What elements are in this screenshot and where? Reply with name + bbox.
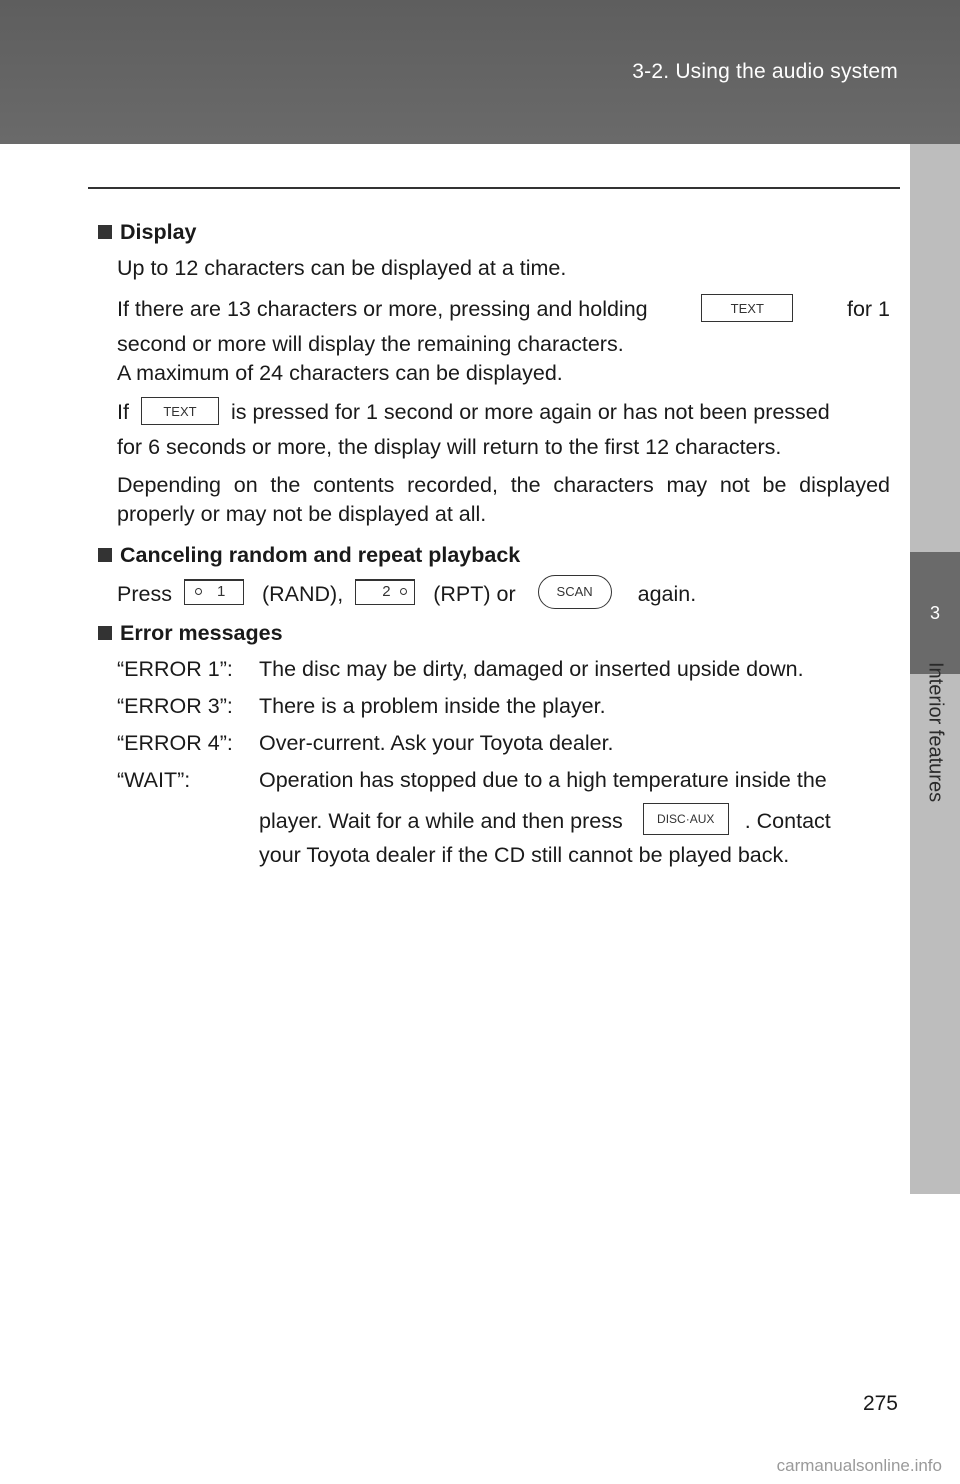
- bullet-square-icon: [98, 225, 112, 239]
- error-row: “ERROR 3”: There is a problem inside the…: [117, 694, 606, 718]
- section-title: 3-2. Using the audio system: [632, 60, 898, 83]
- random-para: Press 1 (RAND), 2 (RPT) or SCAN again.: [96, 575, 890, 611]
- random-heading: Canceling random and repeat playback: [96, 539, 890, 571]
- preset-2-button-icon: 2: [355, 579, 416, 605]
- page-content: Display Up to 12 characters can be displ…: [96, 214, 890, 870]
- bullet-square-icon: [98, 626, 112, 640]
- chapter-number: 3: [910, 552, 960, 674]
- error-row: “ERROR 4”: Over-current. Ask your Toyota…: [117, 731, 614, 755]
- error-row: “ERROR 1”: The disc may be dirty, damage…: [117, 657, 804, 681]
- header-bar: 3-2. Using the audio system: [0, 0, 960, 144]
- display-para-4: If TEXT is pressed for 1 second or more …: [96, 396, 890, 462]
- display-heading: Display: [96, 216, 890, 248]
- top-divider: [88, 187, 900, 189]
- error-row-wait: “WAIT”: Operation has stopped due to a h…: [117, 768, 831, 867]
- display-para-5: Depending on the contents recorded, the …: [117, 473, 890, 526]
- display-para-1: Up to 12 characters can be displayed at …: [117, 256, 567, 280]
- bullet-square-icon: [98, 548, 112, 562]
- text-button-icon: TEXT: [140, 396, 219, 425]
- page-number: 275: [862, 1392, 898, 1415]
- display-para-2: If there are 13 characters or more, pres…: [96, 293, 890, 388]
- disc-aux-button-icon: DISC·AUX: [642, 803, 729, 835]
- preset-1-button-icon: 1: [183, 579, 244, 605]
- indicator-dot-icon: [400, 588, 408, 595]
- chapter-label: Interior features: [924, 661, 947, 803]
- indicator-dot-icon: [194, 588, 202, 595]
- watermark: carmanualsonline.info: [776, 1456, 942, 1475]
- text-button-icon: TEXT: [701, 293, 794, 322]
- errors-heading: Error messages: [96, 617, 890, 649]
- scan-button-icon: SCAN: [537, 575, 612, 609]
- error-list: “ERROR 1”: The disc may be dirty, damage…: [96, 655, 890, 870]
